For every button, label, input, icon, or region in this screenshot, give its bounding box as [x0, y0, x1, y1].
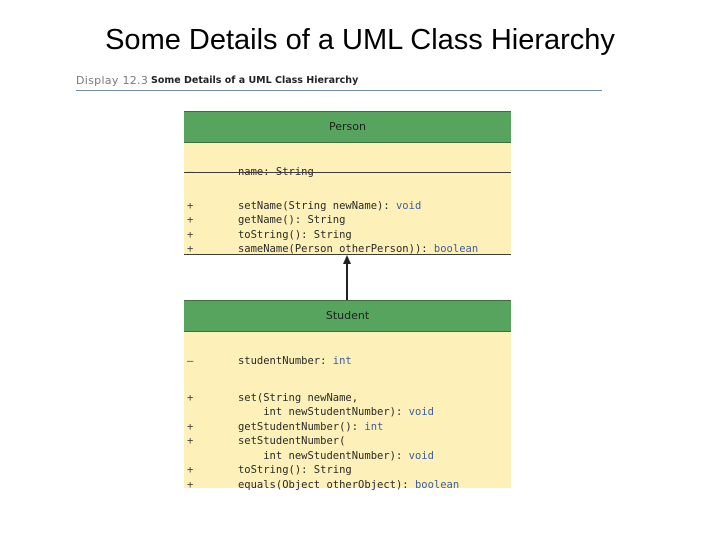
class-bottom-border [184, 254, 511, 255]
method-type: void [395, 199, 422, 212]
student-method-line: int newStudentNumber): void [200, 434, 434, 478]
slide-title: Some Details of a UML Class Hierarchy [105, 24, 615, 56]
attribute-text: studentNumber: [237, 354, 333, 367]
method-type: boolean [433, 243, 479, 255]
visibility-public: + [187, 199, 194, 212]
method-type: void [408, 406, 434, 418]
inheritance-arrowhead-icon [343, 255, 351, 264]
visibility-public: + [187, 435, 194, 447]
person-class-name: Person [184, 111, 511, 143]
method-text: toString(): String [237, 228, 352, 241]
method-text: getName(): String [237, 214, 346, 226]
person-methods: + setName(String newName): void + getName(… [184, 172, 511, 257]
method-text: getStudentNumber(): [237, 420, 365, 433]
student-class-box: Student – studentNumber: int + set(String … [184, 300, 511, 491]
method-text: toString(): String [237, 464, 352, 476]
display-number: Display 12.3 [76, 74, 149, 87]
person-class-box: Person – name: String + setName(String new… [184, 111, 511, 255]
inheritance-line [346, 262, 348, 300]
visibility-private: – [187, 354, 194, 367]
student-attribute-line: – studentNumber: int [187, 339, 352, 383]
student-class-name: Student [184, 300, 511, 332]
method-text: int newStudentNumber): [237, 449, 409, 462]
method-text: equals(Object otherObject): [237, 478, 415, 491]
student-method-line: + equals(Object otherObject): boolean [187, 463, 460, 507]
display-header: Display 12.3 Some Details of a UML Class… [76, 72, 602, 91]
student-method-line: + setStudentNumber( [187, 420, 346, 464]
student-method-line: int newStudentNumber): void [200, 391, 434, 435]
method-type: void [408, 449, 434, 462]
person-method-line: + sameName(Person otherPerson)): boolean [187, 228, 479, 272]
student-method-line: + getStudentNumber(): int [187, 405, 384, 449]
visibility-public: + [187, 243, 194, 255]
method-type: int [364, 420, 384, 433]
attribute-text: name: String [237, 165, 314, 178]
person-method-line: + setName(String newName): void [187, 184, 422, 228]
student-method-line: + toString(): String [187, 449, 352, 493]
method-text: set(String newName, [237, 391, 359, 404]
compartment-divider [184, 172, 511, 173]
student-method-line: + set(String newName, [187, 376, 359, 420]
student-attributes: – studentNumber: int [184, 332, 511, 367]
method-type: boolean [414, 478, 460, 491]
display-caption: Some Details of a UML Class Hierarchy [151, 75, 359, 86]
visibility-public: + [187, 228, 194, 241]
method-text: setStudentNumber( [237, 435, 346, 447]
person-method-line: + getName(): String [187, 199, 346, 243]
visibility-public: + [187, 478, 194, 491]
person-attributes: – name: String [184, 143, 511, 178]
method-text: sameName(Person otherPerson)): [237, 243, 434, 255]
student-methods: + set(String newName, int newStudentNumbe… [184, 362, 511, 491]
attribute-type: int [332, 354, 352, 367]
method-text: setName(String newName): [237, 199, 396, 212]
person-method-line: + toString(): String [187, 213, 352, 257]
visibility-public: + [187, 464, 194, 476]
person-attribute-line: – name: String [187, 150, 314, 194]
visibility-private: – [187, 165, 193, 180]
visibility-public: + [187, 214, 194, 226]
method-text: int newStudentNumber): [237, 406, 409, 418]
visibility-public: + [187, 391, 194, 404]
visibility-public: + [187, 420, 194, 433]
